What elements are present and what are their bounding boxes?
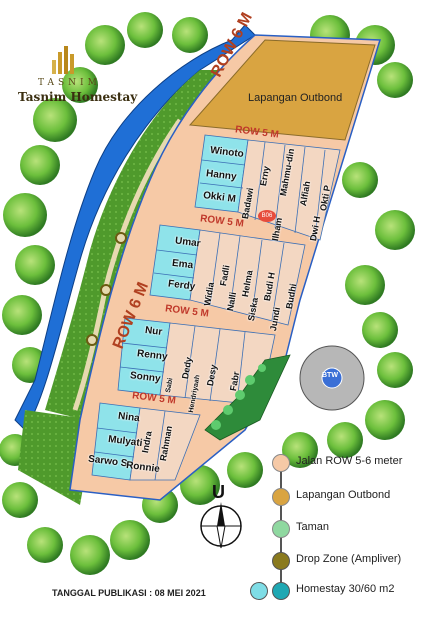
brand-logo bbox=[48, 42, 82, 76]
homestay-nur: Nur bbox=[144, 324, 163, 339]
legend-label-road: Jalan ROW 5-6 meter bbox=[296, 455, 403, 467]
brand-name: TASNIM bbox=[38, 78, 101, 88]
drop-zones bbox=[86, 232, 127, 346]
btw-label: BTW bbox=[322, 372, 338, 379]
river bbox=[14, 24, 256, 431]
publication-date: TANGGAL PUBLIKASI : 08 MEI 2021 bbox=[52, 588, 206, 598]
legend-label-homestay: Homestay 30/60 m2 bbox=[296, 583, 395, 595]
legend-label-taman: Taman bbox=[296, 521, 330, 533]
legend-label-dropzone: Drop Zone (Ampliver) bbox=[296, 553, 402, 565]
legend-swatch-homestay-large bbox=[272, 582, 290, 600]
garden-plants bbox=[211, 364, 266, 430]
block-3 bbox=[117, 317, 276, 406]
legend-label-outbond: Lapangan Outbond bbox=[296, 489, 391, 501]
unit-code-badge: B06 bbox=[258, 210, 276, 222]
block-4 bbox=[91, 402, 201, 481]
legend-swatch-outbond bbox=[272, 488, 290, 506]
legend-swatch-road bbox=[272, 454, 290, 472]
legend-swatch-homestay-small bbox=[250, 582, 268, 600]
legend-swatch-taman bbox=[272, 520, 290, 538]
legend: Jalan ROW 5-6 meter Lapangan Outbond Tam… bbox=[250, 452, 422, 602]
block-2 bbox=[149, 224, 306, 326]
outbond-field bbox=[188, 39, 376, 141]
compass-label: U bbox=[212, 482, 225, 502]
compass-rose-icon bbox=[200, 502, 242, 549]
legend-swatch-dropzone bbox=[272, 552, 290, 570]
btw-inner bbox=[321, 367, 343, 389]
brand-title: Tasnim Homestay bbox=[18, 90, 138, 104]
outbond-label: Lapangan Outbond bbox=[248, 92, 343, 104]
